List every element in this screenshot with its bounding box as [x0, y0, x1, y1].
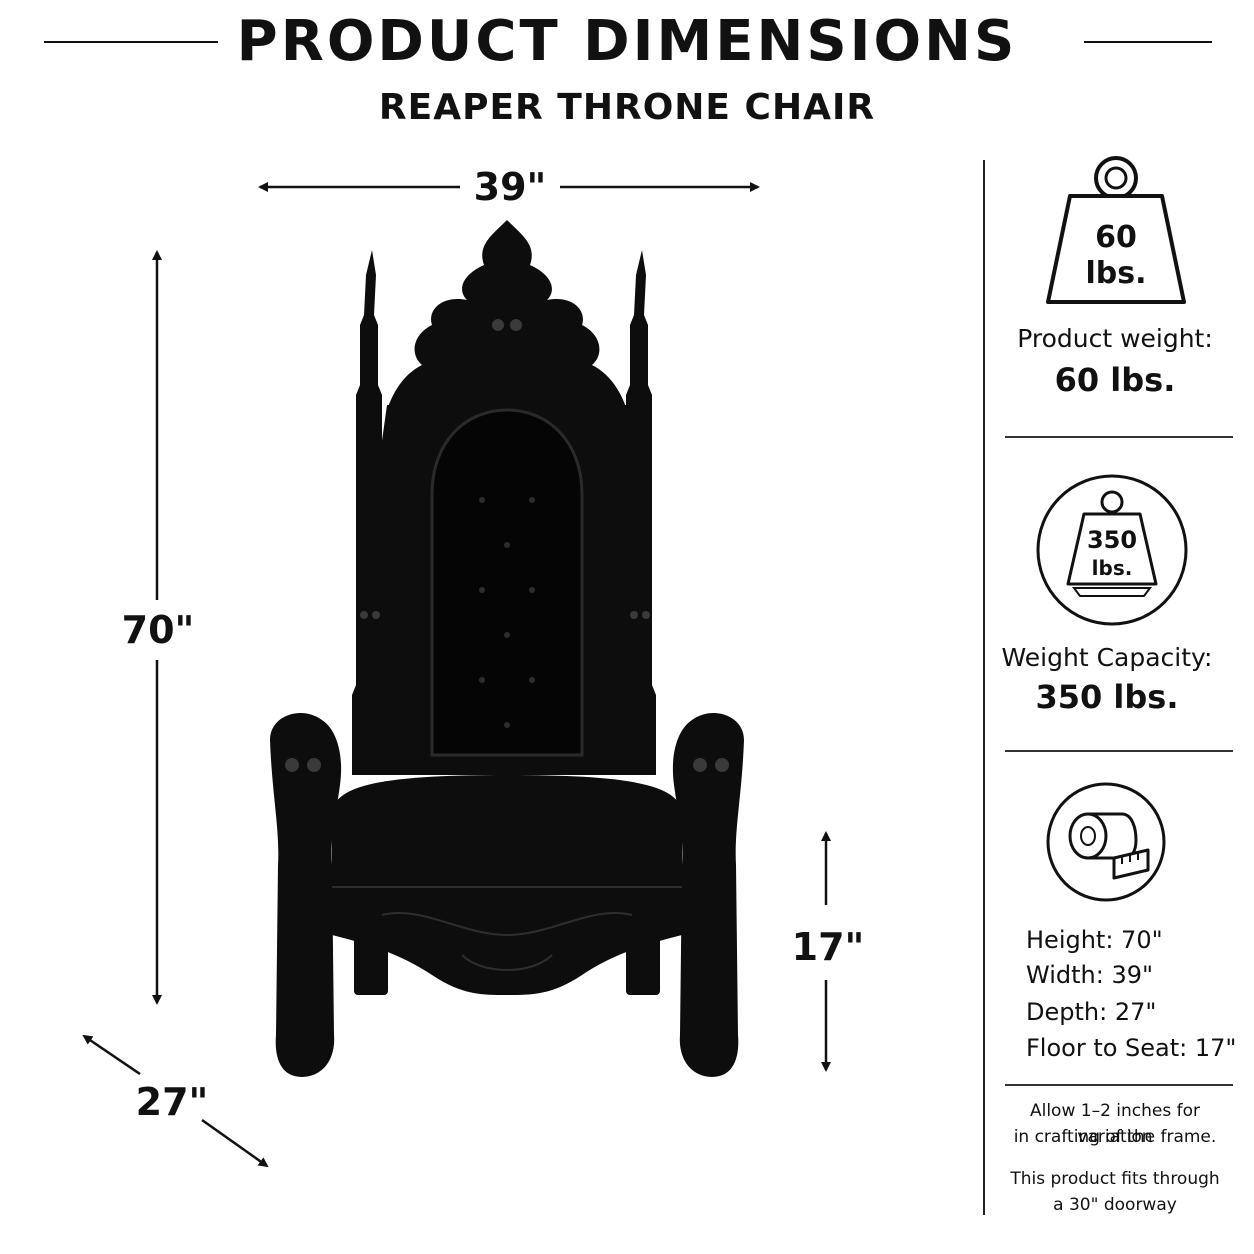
spec-width: Width: 39" [1026, 961, 1154, 989]
section-divider-1 [1005, 436, 1233, 438]
product-weight-label: Product weight: [1017, 324, 1213, 353]
spec-height: Height: 70" [1026, 926, 1163, 954]
weight-icon [1046, 156, 1186, 304]
title-rule-right [1084, 41, 1212, 43]
width-label: 39" [473, 165, 547, 209]
doorway-note-line1: This product fits through [1010, 1169, 1220, 1189]
title-rule-left [44, 41, 218, 43]
product-name: REAPER THRONE CHAIR [378, 87, 876, 128]
depth-arrow-bottom [201, 1118, 269, 1168]
section-divider-3 [1005, 1084, 1233, 1086]
spec-floor-to-seat: Floor to Seat: 17" [1026, 1034, 1237, 1062]
spec-depth: Depth: 27" [1026, 998, 1157, 1026]
capacity-icon [1036, 474, 1188, 626]
variation-note-line1: Allow 1–2 inches for variation [1029, 1101, 1201, 1147]
product-weight-value: 60 lbs. [1054, 361, 1176, 399]
throne-chair-image [270, 220, 744, 1077]
weight-badge-unit: lbs. [1085, 256, 1147, 291]
capacity-badge-number: 350 [1086, 526, 1138, 554]
height-label: 70" [121, 608, 195, 652]
depth-label: 27" [135, 1080, 209, 1124]
variation-note-line2: in crafting of the frame. [1013, 1127, 1217, 1147]
capacity-badge-unit: lbs. [1091, 556, 1133, 580]
seat-height-label: 17" [791, 925, 865, 969]
doorway-note-line2: a 30" doorway [1053, 1195, 1177, 1215]
depth-arrow-top [82, 1034, 141, 1076]
page-title: PRODUCT DIMENSIONS [236, 9, 1018, 74]
weight-capacity-value: 350 lbs. [1035, 678, 1179, 716]
section-divider-2 [1005, 750, 1233, 752]
panel-divider [983, 160, 985, 1215]
tape-measure-icon [1046, 782, 1166, 902]
weight-capacity-label: Weight Capacity: [1001, 643, 1213, 672]
weight-badge-number: 60 [1095, 220, 1137, 255]
